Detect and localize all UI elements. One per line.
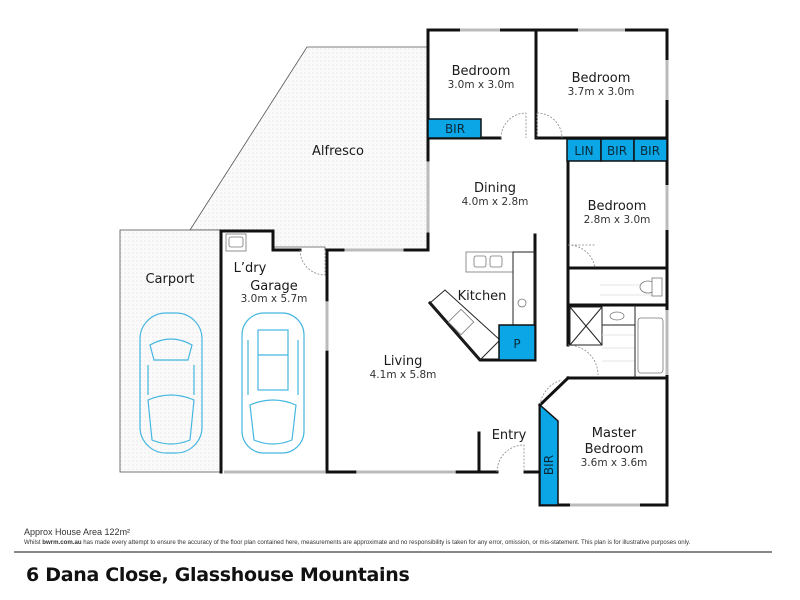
sink-icon xyxy=(465,251,514,273)
disclaimer-text: has made every attempt to ensure the acc… xyxy=(81,539,691,546)
room-name-carport: Carport xyxy=(145,272,194,287)
house-area-label: Approx House Area 122m² xyxy=(24,527,131,537)
room-name-kitchen: Kitchen xyxy=(458,289,507,304)
disclaimer-brand: bwrm.com.au xyxy=(42,539,82,546)
room-name-master-line2: Bedroom xyxy=(585,442,644,457)
cupboard-bir-bedroom2: BIR xyxy=(600,138,635,162)
cupboard-label: BIR xyxy=(445,122,465,136)
room-dims-bedroom1: 3.0m x 3.0m xyxy=(448,79,515,91)
car-icon-carport xyxy=(139,312,203,454)
room-dims-bedroom2: 3.7m x 3.0m xyxy=(568,86,635,98)
cupboard-label: LIN xyxy=(574,144,593,158)
car-icon-garage xyxy=(241,312,305,454)
room-name-dining: Dining xyxy=(474,181,516,196)
cupboard-lin: LIN xyxy=(566,138,602,162)
cupboard-label: BIR xyxy=(542,455,556,475)
room-name-laundry: L’dry xyxy=(234,261,267,276)
room-dims-dining: 4.0m x 2.8m xyxy=(462,196,529,208)
property-address: 6 Dana Close, Glasshouse Mountains xyxy=(26,564,410,586)
room-name-master-line1: Master xyxy=(592,426,637,441)
room-dims-garage: 3.0m x 5.7m xyxy=(241,293,308,305)
cupboard-label: P xyxy=(513,337,520,351)
disclaimer-prefix: Whilst xyxy=(24,539,43,546)
floor-plan: BIR LIN BIR BIR P BIR Alfresco Carport L… xyxy=(119,28,669,507)
bathroom-area xyxy=(569,277,664,378)
cupboard-label: BIR xyxy=(640,144,660,158)
cupboard-pantry: P xyxy=(498,324,536,361)
room-name-garage: Garage xyxy=(250,279,298,294)
divider xyxy=(14,551,772,553)
carport-area xyxy=(119,229,221,473)
basin-icon xyxy=(609,311,625,321)
bathtub-icon xyxy=(637,317,664,374)
room-name-bedroom3: Bedroom xyxy=(588,199,647,214)
cupboard-bir-bedroom1: BIR xyxy=(427,118,482,139)
cooktop-icon xyxy=(447,308,475,336)
room-name-alfresco: Alfresco xyxy=(312,144,364,159)
room-dims-master: 3.6m x 3.6m xyxy=(581,457,648,469)
garage-room xyxy=(219,229,329,474)
cupboard-bir-master: BIR xyxy=(539,403,559,506)
shower-icon xyxy=(569,306,603,346)
room-dims-living: 4.1m x 5.8m xyxy=(370,369,437,381)
alfresco-area xyxy=(189,46,429,251)
cupboard-bir-bedroom3: BIR xyxy=(633,138,668,162)
cupboard-label: BIR xyxy=(607,144,627,158)
room-dims-bedroom3: 2.8m x 3.0m xyxy=(584,214,651,226)
room-name-living: Living xyxy=(384,354,423,369)
disclaimer: Whilst bwrm.com.au has made every attemp… xyxy=(24,539,784,546)
room-name-bedroom1: Bedroom xyxy=(452,64,511,79)
room-name-entry: Entry xyxy=(492,428,527,443)
room-name-bedroom2: Bedroom xyxy=(572,71,631,86)
